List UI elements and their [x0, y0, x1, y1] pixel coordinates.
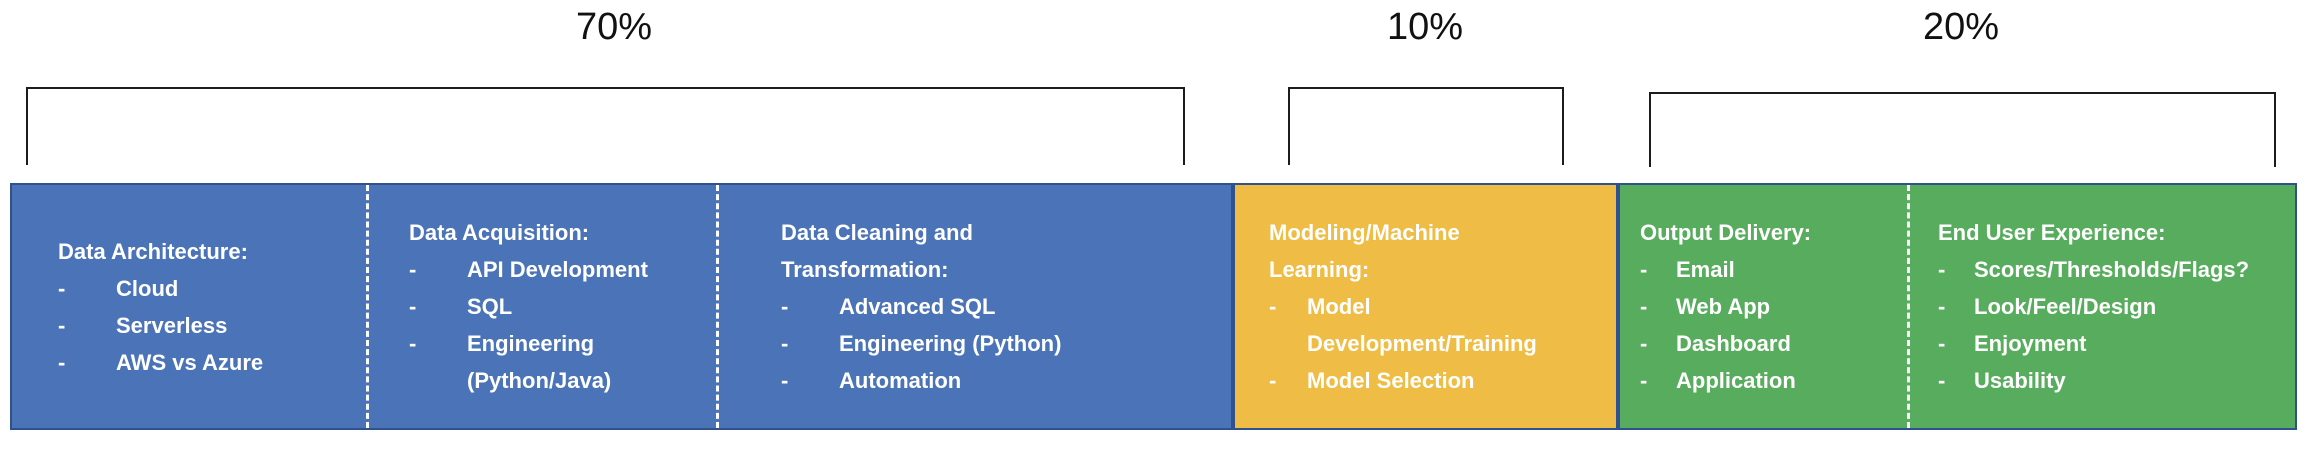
category-band: Data Architecture: - Cloud - Serverless …	[10, 183, 2297, 430]
bullet-text: SQL	[467, 294, 513, 319]
segment-heading: End User Experience:	[1938, 220, 2166, 245]
bullet-dash: -	[1938, 294, 1946, 319]
bullet-text: Dashboard	[1676, 331, 1791, 356]
bullet-dash: -	[409, 331, 417, 356]
segment-end-user-experience: End User Experience: - Scores/Thresholds…	[1910, 185, 2295, 428]
bullet-text: Automation	[839, 368, 962, 393]
bullet-item: - Application	[1640, 362, 1895, 399]
bullet-item: - AWS vs Azure	[58, 344, 354, 381]
bracket-20	[1649, 92, 2276, 167]
bullet-dash: -	[1269, 294, 1277, 319]
bullet-item: - Web App	[1640, 288, 1895, 325]
bullet-text: Usability	[1974, 368, 2066, 393]
segment-data-cleaning: Data Cleaning and Transformation: - Adva…	[719, 185, 1231, 428]
bullet-text: Cloud	[116, 275, 179, 301]
bracket-70	[26, 87, 1185, 165]
bullet-item: - Engineering (Python/Java)	[409, 325, 704, 399]
bullet-item: - Usability	[1938, 362, 2283, 399]
percent-label-10: 10%	[1386, 6, 1464, 48]
bullet-dash: -	[1640, 368, 1648, 393]
bullet-dash: -	[58, 275, 66, 301]
bullet-dash: -	[409, 257, 417, 282]
bullet-dash: -	[58, 312, 66, 338]
bullet-text: Scores/Thresholds/Flags?	[1974, 257, 2250, 282]
bullet-dash: -	[781, 368, 789, 393]
bullet-dash: -	[1640, 257, 1648, 282]
bullet-dash: -	[1938, 257, 1946, 282]
bullet-item: - API Development	[409, 251, 704, 288]
bullet-item: - Automation	[781, 362, 1219, 399]
bullet-item: - Look/Feel/Design	[1938, 288, 2283, 325]
bullet-item: - Serverless	[58, 307, 354, 344]
bullet-item: - SQL	[409, 288, 704, 325]
bullet-text: Email	[1676, 257, 1735, 282]
bullet-dash: -	[1938, 331, 1946, 356]
bullet-text: Web App	[1676, 294, 1771, 319]
bullet-dash: -	[1640, 331, 1648, 356]
bullet-item: - Dashboard	[1640, 325, 1895, 362]
percent-label-70: 70%	[575, 6, 653, 48]
bullet-item: - Model Development/Training	[1269, 288, 1604, 362]
bullet-text: Model Development/Training	[1307, 294, 1537, 356]
group-delivery-experience: Output Delivery: - Email - Web App - Das…	[1618, 183, 2297, 430]
bullet-item: - Cloud	[58, 270, 354, 307]
group-data-work: Data Architecture: - Cloud - Serverless …	[10, 183, 1233, 430]
segment-modeling-ml: Modeling/Machine Learning: - Model Devel…	[1235, 185, 1616, 428]
bullet-dash: -	[1640, 294, 1648, 319]
bullet-dash: -	[1269, 368, 1277, 393]
bullet-item: - Advanced SQL	[781, 288, 1219, 325]
bullet-text: API Development	[467, 257, 648, 282]
bullet-text: Engineering (Python)	[839, 331, 1062, 356]
bullet-dash: -	[781, 294, 789, 319]
bullet-item: - Email	[1640, 251, 1895, 288]
bullet-item: - Enjoyment	[1938, 325, 2283, 362]
segment-heading: Modeling/Machine Learning:	[1269, 220, 1460, 282]
bullet-text: Application	[1676, 368, 1796, 393]
bracket-10	[1288, 87, 1564, 165]
percent-label-20: 20%	[1922, 6, 2000, 48]
bullet-text: Serverless	[116, 312, 228, 338]
bullet-text: Model Selection	[1307, 368, 1475, 393]
bullet-text: Advanced SQL	[839, 294, 996, 319]
segment-data-architecture: Data Architecture: - Cloud - Serverless …	[12, 185, 369, 428]
segment-heading: Output Delivery:	[1640, 220, 1812, 245]
bullet-text: Enjoyment	[1974, 331, 2087, 356]
bullet-text: Engineering (Python/Java)	[467, 331, 612, 393]
segment-data-acquisition: Data Acquisition: - API Development - SQ…	[369, 185, 719, 428]
bullet-dash: -	[58, 349, 66, 375]
bullet-item: - Scores/Thresholds/Flags?	[1938, 251, 2283, 288]
bullet-item: - Engineering (Python)	[781, 325, 1219, 362]
segment-heading: Data Acquisition:	[409, 220, 590, 245]
segment-heading: Data Architecture:	[58, 238, 248, 264]
bullet-dash: -	[781, 331, 789, 356]
segment-heading: Data Cleaning and Transformation:	[781, 220, 973, 282]
bullet-dash: -	[409, 294, 417, 319]
group-modeling: Modeling/Machine Learning: - Model Devel…	[1233, 183, 1618, 430]
bullet-dash: -	[1938, 368, 1946, 393]
bullet-text: AWS vs Azure	[116, 349, 264, 375]
bullet-item: - Model Selection	[1269, 362, 1604, 399]
segment-output-delivery: Output Delivery: - Email - Web App - Das…	[1620, 185, 1910, 428]
bullet-text: Look/Feel/Design	[1974, 294, 2157, 319]
